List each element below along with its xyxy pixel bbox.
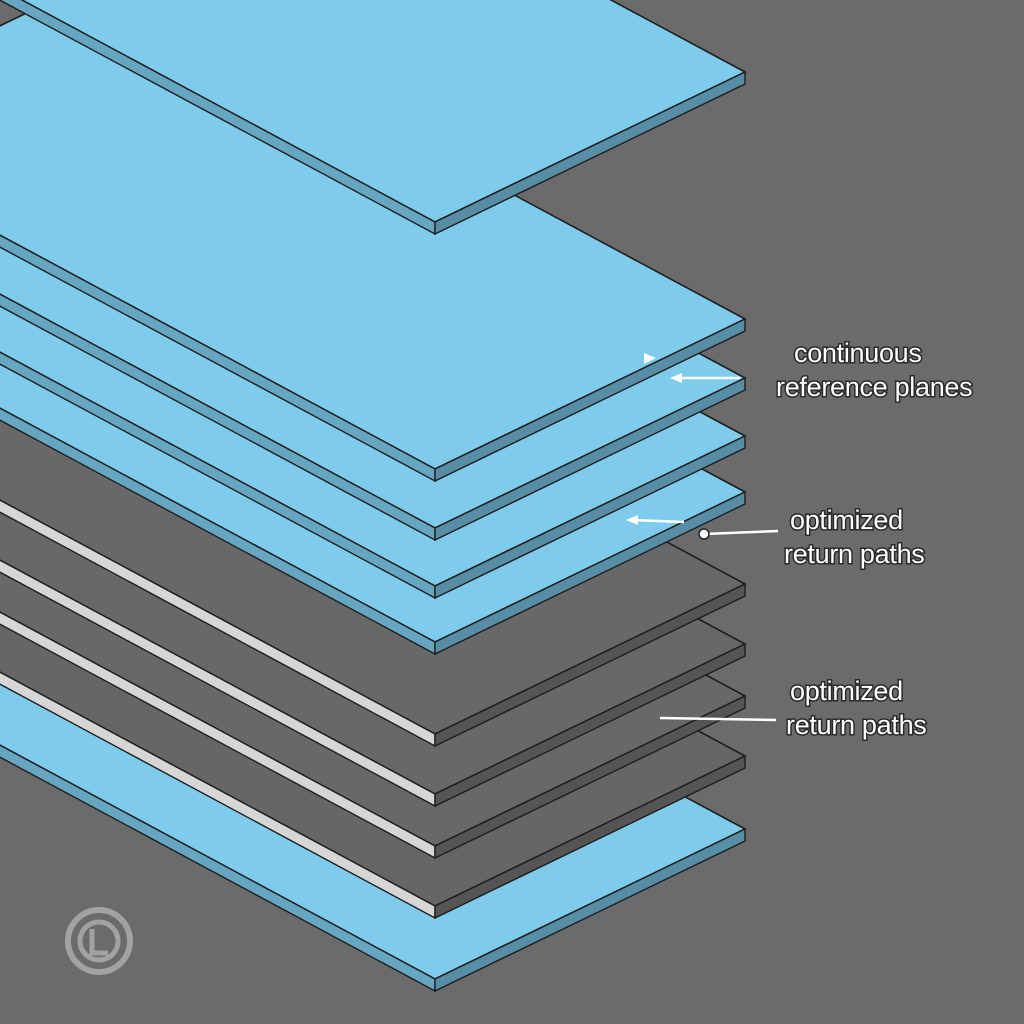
callout-line: return paths bbox=[784, 539, 924, 569]
reference-plane-layer bbox=[0, 0, 747, 236]
callout-leader-return-paths-lower bbox=[659, 716, 777, 722]
leader-dot-icon bbox=[698, 528, 710, 540]
arrow-head-icon bbox=[670, 373, 682, 383]
callout-return-paths-upper: optimized return paths bbox=[783, 504, 927, 571]
callout-line: continuous bbox=[794, 338, 922, 368]
callout-arrows bbox=[626, 353, 779, 722]
reference-plane-layer bbox=[0, 0, 747, 483]
callout-line: optimized bbox=[790, 676, 903, 706]
callout-return-paths-lower: optimized return paths bbox=[785, 675, 929, 742]
callout-leader-return-paths-upper bbox=[703, 529, 779, 536]
cl-logo-icon bbox=[65, 907, 133, 975]
callout-line: reference planes bbox=[776, 372, 972, 402]
callout-line: return paths bbox=[786, 710, 926, 740]
callout-arrow-return-paths-upper bbox=[631, 518, 685, 524]
layer-stack bbox=[0, 0, 747, 993]
callout-reference-planes: continuous reference planes bbox=[775, 337, 975, 404]
arrow-head-icon bbox=[644, 353, 656, 364]
callout-line: optimized bbox=[790, 505, 903, 535]
arrow-head-icon bbox=[626, 515, 638, 525]
